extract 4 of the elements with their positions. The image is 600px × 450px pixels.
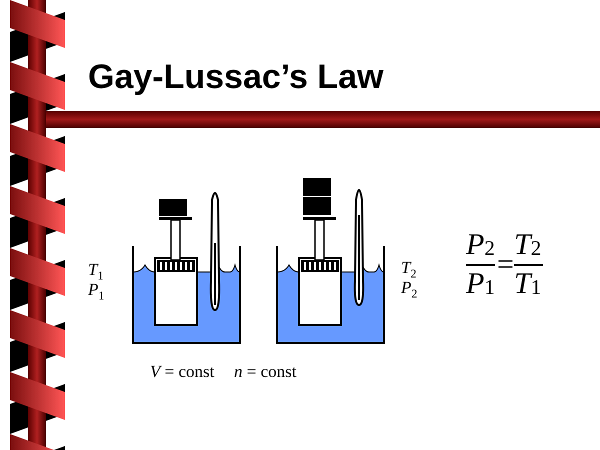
slide-title: Gay-Lussac’s Law: [88, 58, 384, 97]
condition-text: n = const: [234, 362, 296, 382]
condition-text: V = const: [150, 362, 214, 382]
equation-sign: =: [497, 248, 514, 282]
